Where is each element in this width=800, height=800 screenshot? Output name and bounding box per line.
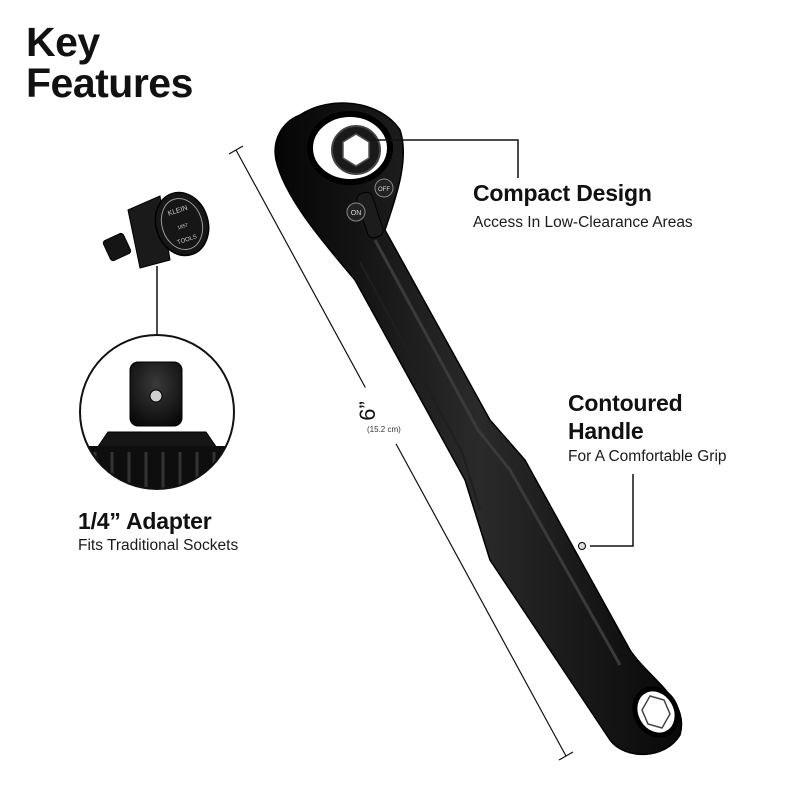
compact-callout-line	[372, 139, 519, 178]
adapter-zoom-circle	[79, 334, 235, 490]
length-label: 6”	[354, 401, 380, 421]
adapter-subtitle: Fits Traditional Sockets	[78, 537, 239, 554]
length-dimension-line	[228, 145, 574, 761]
on-label: ON	[351, 210, 362, 217]
compact-design-title: Compact Design	[473, 180, 652, 206]
adapter-title: 1/4” Adapter	[78, 508, 212, 534]
adapter-logo-sub: TOOLS	[177, 234, 198, 246]
length-metric-label: (15.2 cm)	[367, 425, 401, 434]
adapter-thumbnail: KLEIN 1857 TOOLS	[102, 191, 210, 269]
contoured-handle-title-2: Handle	[568, 418, 644, 444]
title-line-1: Key	[26, 19, 100, 65]
contoured-handle-subtitle: For A Comfortable Grip	[568, 448, 727, 465]
title-line-2: Features	[26, 60, 193, 106]
on-mark	[346, 202, 366, 222]
ratchet-wrench: ON OFF	[274, 102, 683, 756]
grip-hole	[578, 542, 586, 550]
handle-callout-line	[590, 474, 634, 547]
off-label: OFF	[378, 187, 390, 193]
page-title: Key Features	[26, 22, 193, 104]
off-mark	[374, 178, 394, 198]
adapter-logo-year: 1857	[177, 222, 190, 231]
contoured-handle-title-1: Contoured	[568, 390, 683, 416]
compact-design-subtitle: Access In Low-Clearance Areas	[473, 214, 693, 231]
